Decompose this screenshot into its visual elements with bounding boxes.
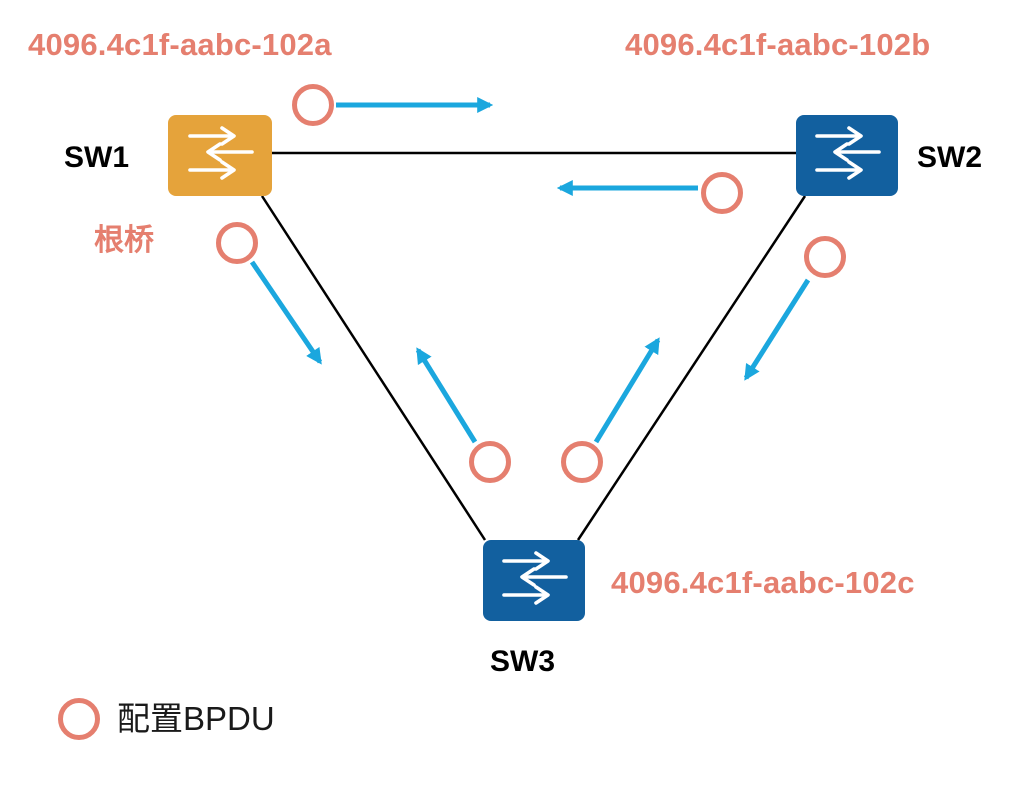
bpdu-circle-icon <box>804 236 846 278</box>
bpdu-circle-icon <box>292 84 334 126</box>
switch-sw2-body <box>796 115 898 196</box>
switch-sw1-body <box>168 115 272 196</box>
sw1-name: SW1 <box>64 141 130 174</box>
bpdu-arrow-sw1-to-sw3 <box>249 260 323 365</box>
sw2-mac-label: 4096.4c1f-aabc-102b <box>625 27 931 62</box>
bpdu-circle-icon <box>469 441 511 483</box>
bpdu-circle-icon <box>561 441 603 483</box>
bpdu-arrow-sw2-to-sw3 <box>743 278 811 381</box>
switch-sw3-body <box>483 540 585 621</box>
sw3-mac-label: 4096.4c1f-aabc-102c <box>611 565 915 600</box>
switch-sw3 <box>483 540 585 621</box>
sw3-name: SW3 <box>490 645 556 678</box>
bpdu-circle-icon <box>701 172 743 214</box>
bpdu-arrow-sw3-to-sw2 <box>593 337 661 444</box>
bpdu-arrow-sw3-to-sw1 <box>415 347 478 444</box>
legend-label: 配置BPDU <box>117 700 275 737</box>
legend-bpdu-circle-icon <box>58 698 100 740</box>
sw2-name: SW2 <box>917 141 983 174</box>
link-sw2-sw3 <box>576 195 807 541</box>
bpdu-circle-icon <box>216 222 258 264</box>
switch-sw2 <box>796 115 898 196</box>
switch-sw1 <box>168 115 272 196</box>
root-bridge-label: 根桥 <box>94 224 154 257</box>
link-sw1-sw3 <box>260 195 487 541</box>
sw1-mac-label: 4096.4c1f-aabc-102a <box>28 27 332 62</box>
